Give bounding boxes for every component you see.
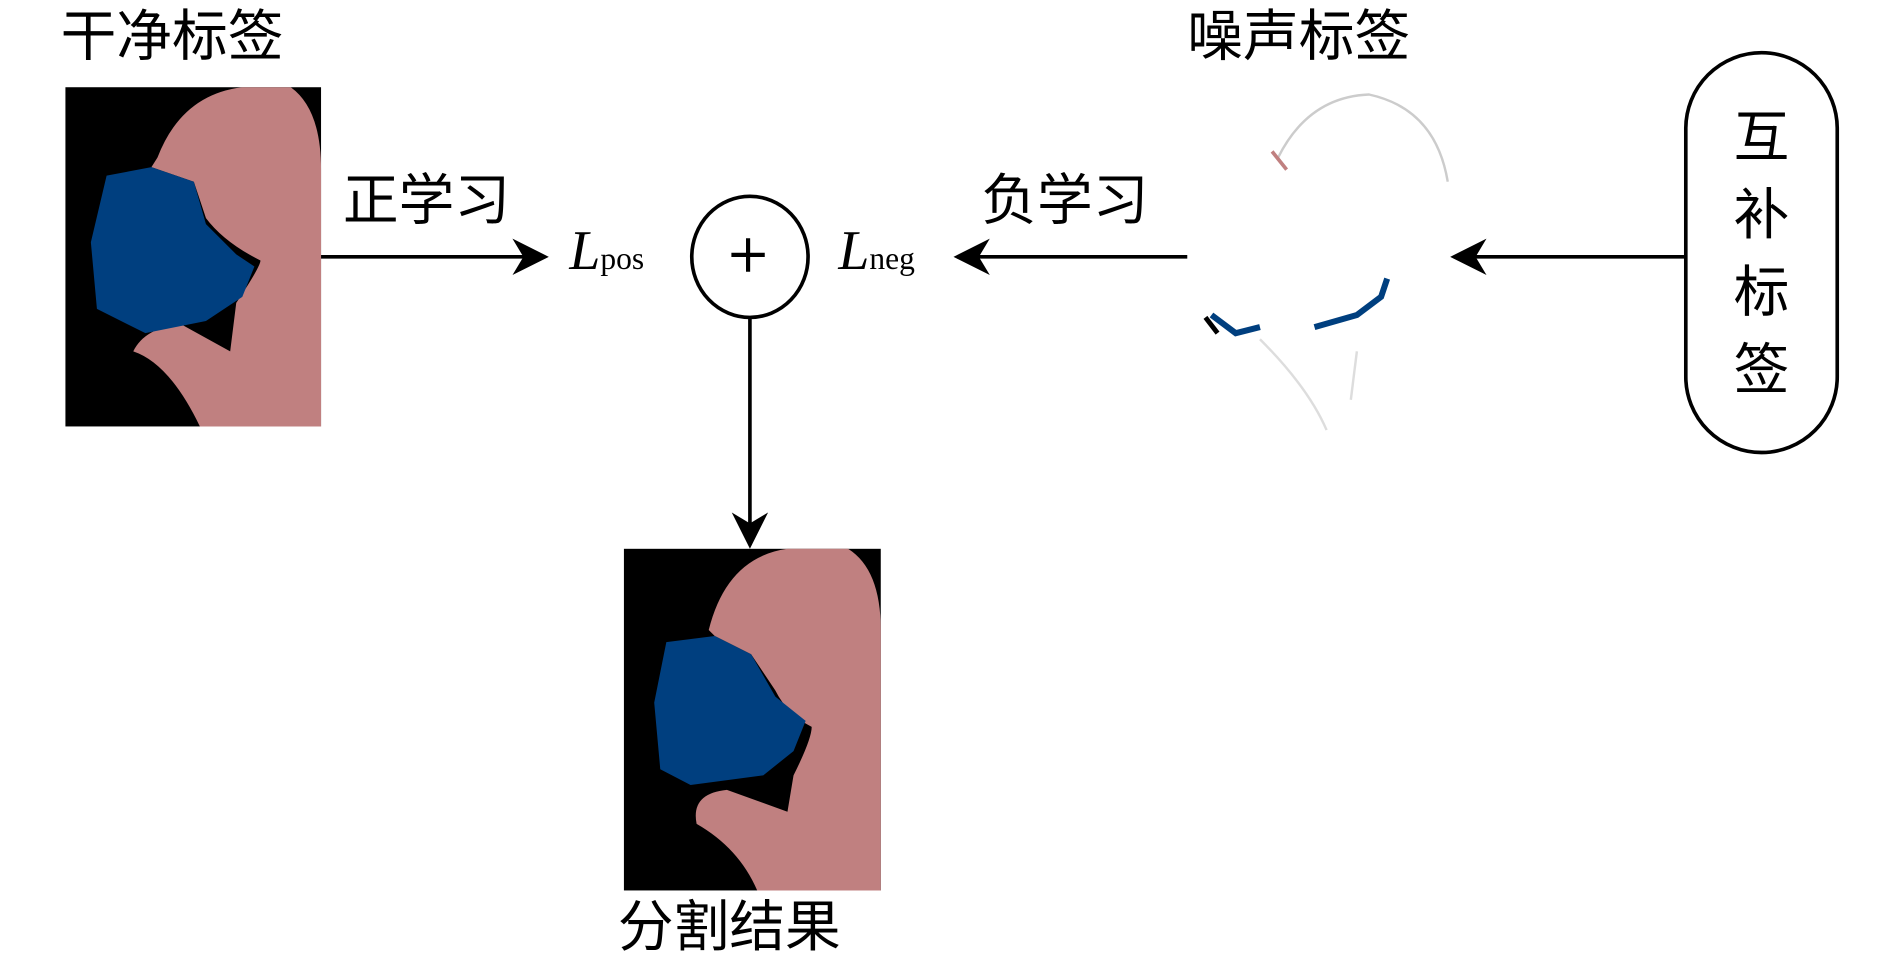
clean-label-image [65,87,322,427]
complementary-label-char: 标 [1733,258,1790,325]
segmentation-result-title: 分割结果 [617,894,841,958]
sum-circle [689,194,810,320]
loss-neg-symbol: L [838,219,870,282]
loss-pos: Lpos [569,218,644,282]
complementary-label-box: 互 补 标 签 [1683,50,1840,455]
complementary-label-char: 补 [1733,181,1790,247]
loss-pos-symbol: L [569,219,601,282]
loss-neg-subscript: neg [869,241,915,277]
plus-sign: + [725,222,771,285]
noisy-label-title: 噪声标签 [1187,3,1411,70]
loss-neg: Lneg [838,218,914,282]
complementary-label-char: 签 [1733,336,1790,402]
loss-pos-subscript: pos [600,241,645,277]
complementary-label-char: 互 [1733,103,1790,170]
negative-learning-label: 负学习 [981,167,1149,233]
clean-label-title: 干净标签 [60,3,284,70]
noisy-label-image [1203,93,1449,431]
segmentation-result-image [623,548,881,891]
positive-learning-label: 正学习 [342,167,511,233]
